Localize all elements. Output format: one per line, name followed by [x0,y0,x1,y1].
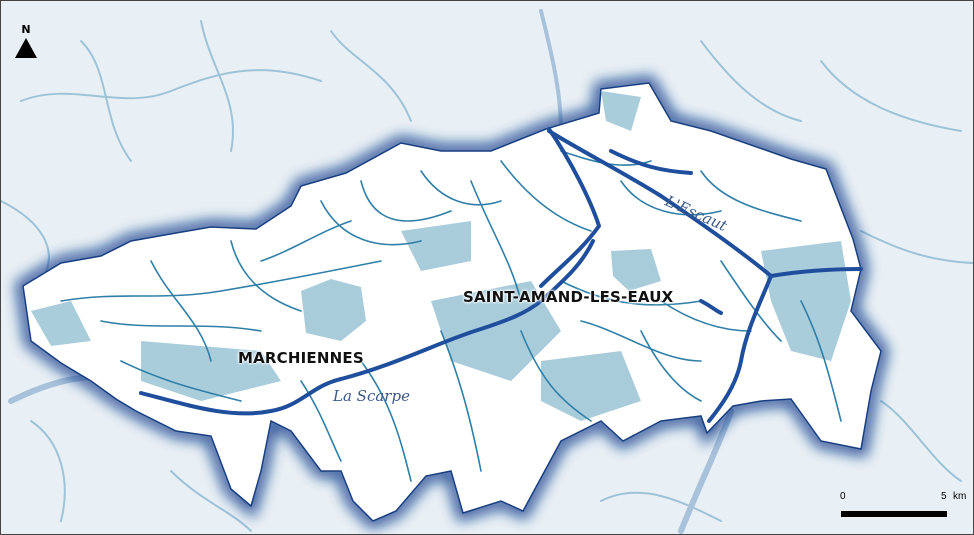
urban-areas [31,91,851,421]
scale-unit-label: km [953,491,967,502]
north-letter: N [21,23,31,36]
north-arrow: N [13,23,39,58]
town-label-saint-amand: SAINT-AMAND-LES-EAUX [463,288,674,306]
scarpe-river [139,239,595,416]
scale-bar: 0 5 km [837,491,971,521]
scale-start-label: 0 [840,491,846,502]
river-label-scarpe: La Scarpe [333,387,410,405]
major-waterways [139,127,863,423]
town-label-marchiennes: MARCHIENNES [238,349,364,367]
scale-end-label: 5 [941,491,947,502]
escaut-river [547,129,863,278]
north-arrow-icon [15,38,37,58]
scale-line [841,511,947,517]
canal-north [539,127,601,288]
